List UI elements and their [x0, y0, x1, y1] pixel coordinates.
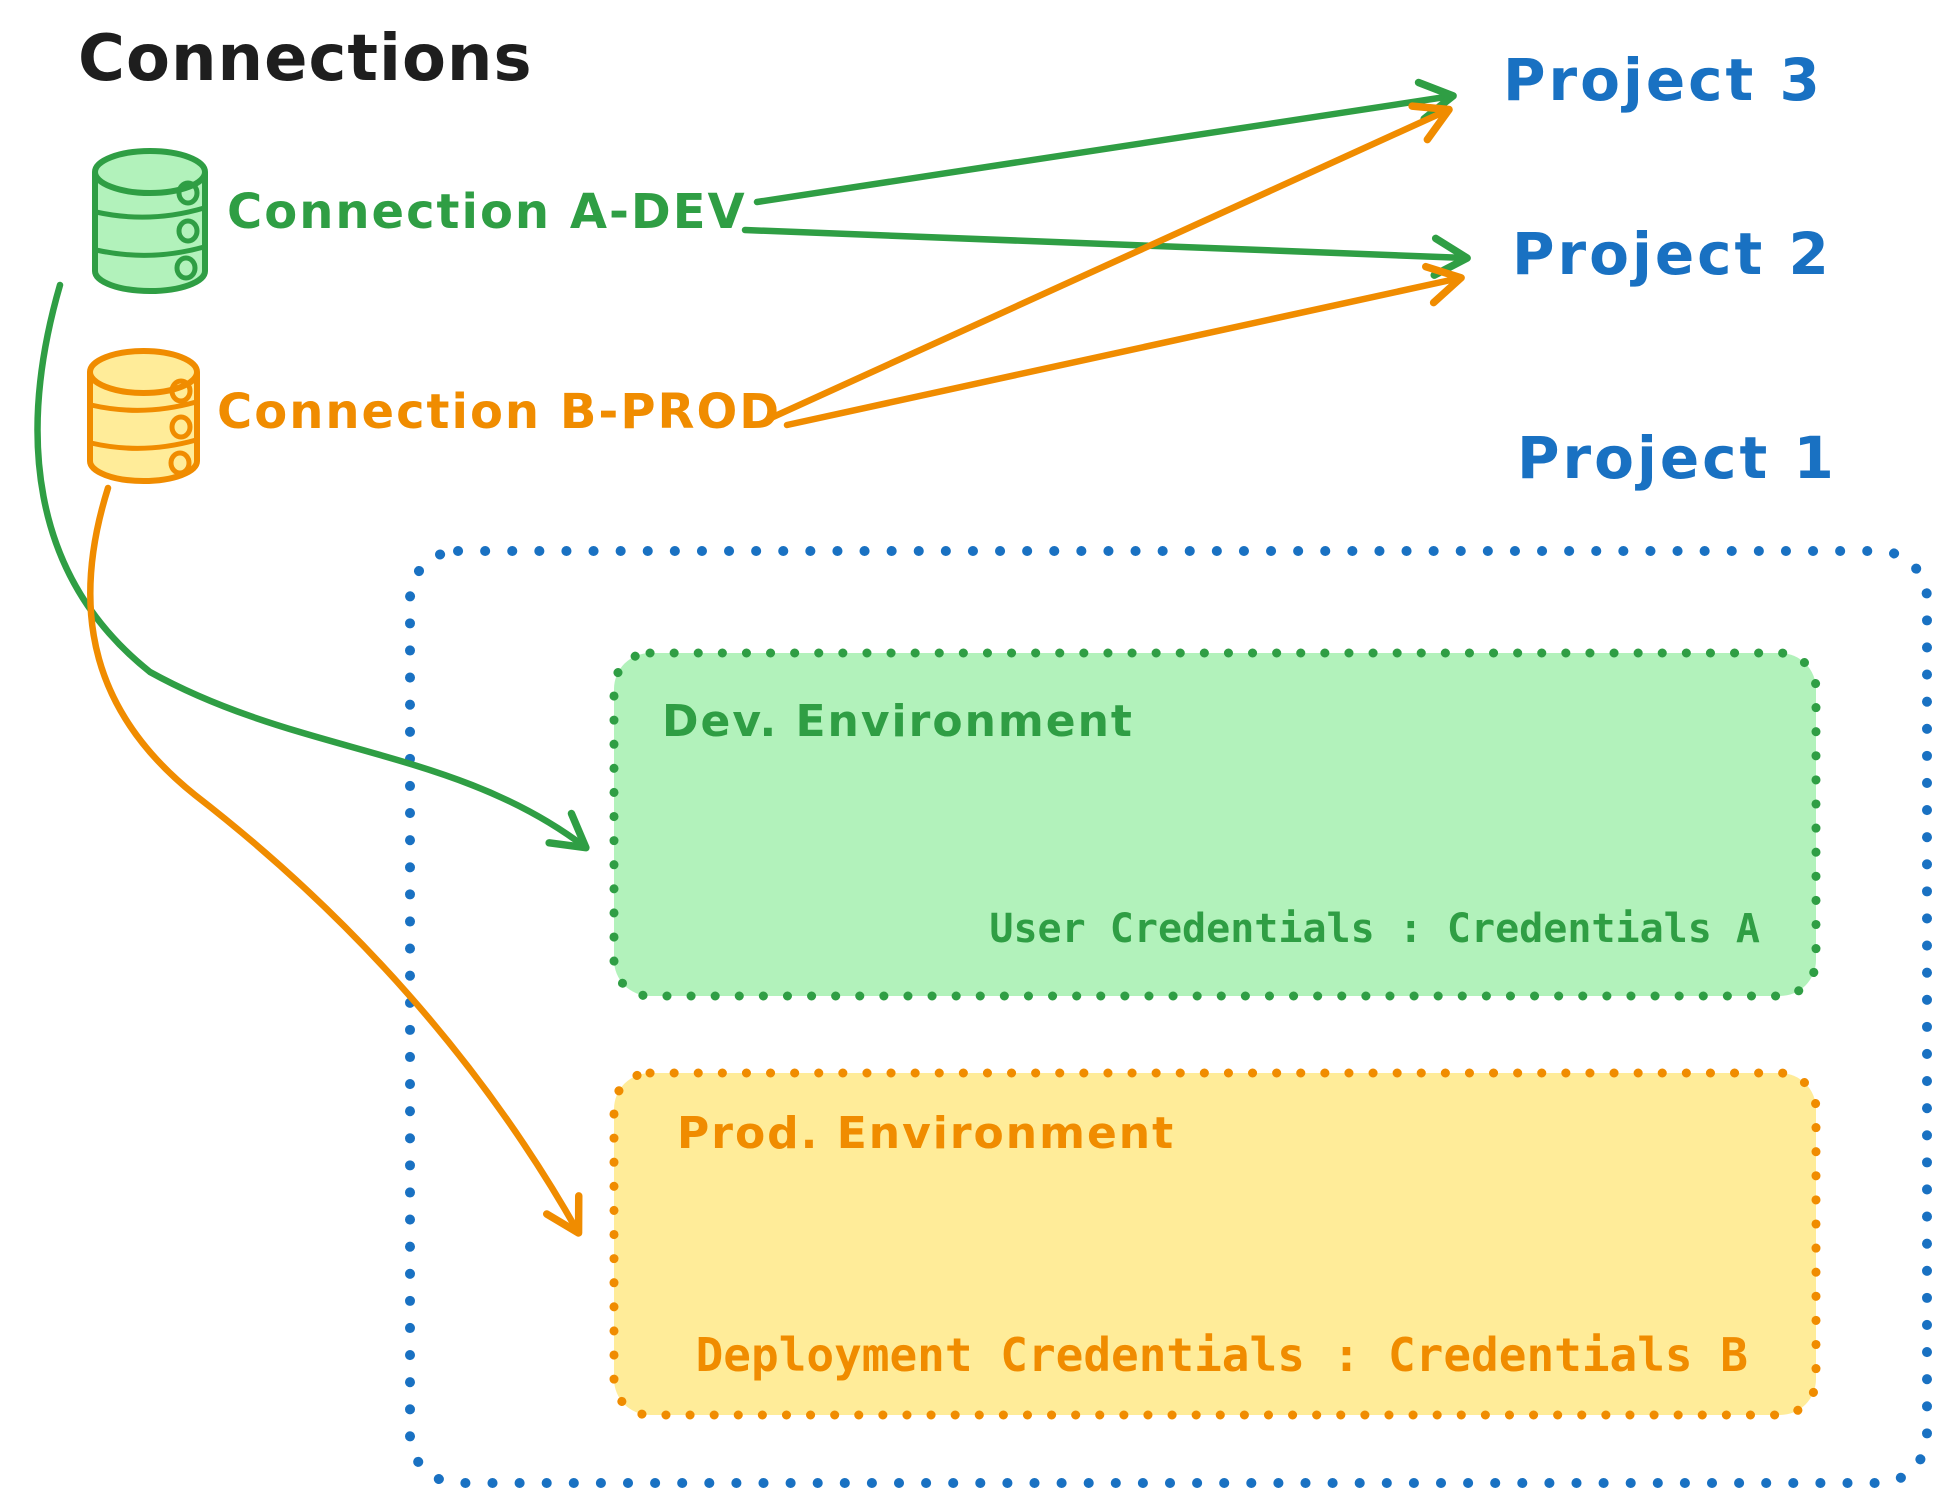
database-icon-dev [92, 148, 208, 294]
diagram-title: Connections [78, 22, 533, 96]
prod-environment-box [609, 1068, 1821, 1420]
connection-a-dev-label: Connection A-DEV [227, 184, 747, 240]
database-icon-prod [87, 348, 200, 484]
project-1-box [405, 546, 1932, 1488]
project-2-label: Project 2 [1512, 220, 1832, 288]
arrow-bprod-prod-environment [87, 484, 583, 1237]
arrow-adev-dev-environment [34, 281, 590, 852]
arrow-adev-project2 [741, 226, 1471, 279]
project-3-label: Project 3 [1503, 46, 1823, 114]
arrow-adev-project3 [753, 78, 1457, 206]
arrow-bprod-project3 [769, 102, 1453, 421]
connection-b-prod-label: Connection B-PROD [217, 384, 782, 440]
arrow-bprod-project2 [783, 262, 1465, 429]
project-1-label: Project 1 [1517, 424, 1837, 492]
dev-environment-label: Dev. Environment [662, 696, 1134, 747]
dev-credentials-text: User Credentials : Credentials A [989, 906, 1760, 952]
prod-environment-label: Prod. Environment [677, 1108, 1176, 1159]
prod-credentials-text: Deployment Credentials : Credentials B [695, 1328, 1748, 1382]
dev-environment-box [609, 648, 1821, 1001]
